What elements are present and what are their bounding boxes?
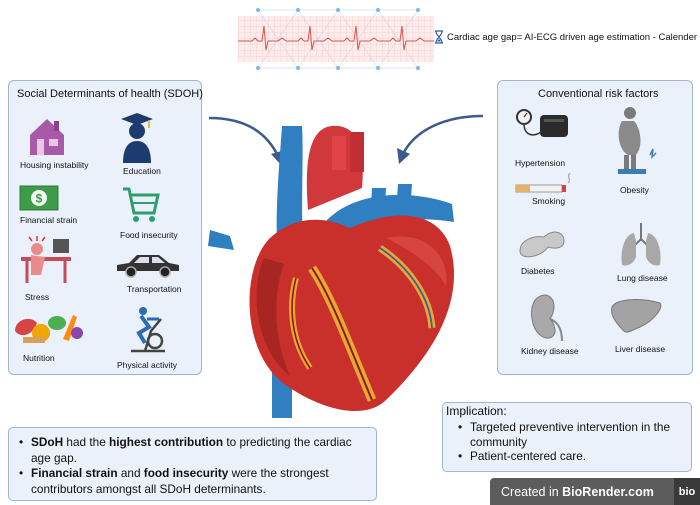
ecg-neural-network-graphic: [238, 8, 434, 70]
finding-text: and: [117, 466, 144, 480]
hourglass-icon: [435, 30, 443, 44]
risk-factors-title: Conventional risk factors: [538, 88, 659, 100]
liver-disease-label: Liver disease: [615, 344, 666, 354]
key-findings-box: SDoH had the highest contribution to pre…: [8, 427, 377, 501]
finding-strongest-contributors: Financial strain and food insecurity wer…: [17, 466, 372, 497]
nutrition-label: Nutrition: [23, 353, 55, 363]
finding-sdoh-contribution: SDoH had the highest contribution to pre…: [17, 435, 372, 466]
graduate-icon: [121, 113, 153, 163]
lungs-icon: [621, 223, 661, 266]
cigarette-icon: [515, 173, 571, 193]
finding-term-food-insecurity: food insecurity: [143, 466, 229, 480]
hypertension-label: Hypertension: [515, 158, 566, 168]
implication-item: Patient-centered care.: [457, 449, 689, 464]
finding-term-financial-strain: Financial strain: [31, 466, 118, 480]
dollar-bill-icon: $: [19, 185, 59, 211]
blood-pressure-cuff-icon: [516, 109, 568, 137]
sdoh-panel: Social Determinants of health (SDOH) Hou…: [8, 80, 203, 375]
implication-box: Implication: Targeted preventive interve…: [442, 402, 692, 472]
arrow-to-heart-right: [397, 114, 484, 164]
sdoh-title: Social Determinants of health (SDOH): [17, 88, 203, 100]
ecg-caption: Cardiac age gap= AI-ECG driven age estim…: [434, 30, 700, 44]
cardiac-age-gap-text: Cardiac age gap= AI-ECG driven age estim…: [447, 31, 700, 43]
implication-title: Implication:: [446, 404, 507, 418]
car-icon: [117, 255, 179, 278]
housing-instability-label: Housing instability: [20, 160, 89, 170]
svg-text:$: $: [36, 192, 43, 206]
finding-term-highest-contribution: highest contribution: [109, 435, 224, 449]
badge-brand: BioRender.com: [562, 484, 654, 499]
exercise-bike-icon: [131, 307, 165, 353]
biorender-logo-icon: bio: [674, 478, 700, 505]
lung-disease-label: Lung disease: [617, 273, 668, 283]
findings-list: SDoH had the highest contribution to pre…: [17, 435, 372, 497]
biorender-badge[interactable]: Created in BioRender.com bio: [490, 478, 700, 505]
shopping-cart-icon: [123, 187, 160, 222]
smoking-label: Smoking: [532, 196, 566, 206]
badge-text: Created in BioRender.com: [490, 485, 654, 499]
implication-list: Targeted preventive intervention in the …: [457, 420, 689, 464]
stress-label: Stress: [25, 292, 50, 302]
education-label: Education: [123, 166, 161, 176]
finding-text: had the: [63, 435, 110, 449]
stressed-person-icon: [21, 236, 71, 283]
obese-person-icon: [618, 107, 657, 174]
kidney-disease-label: Kidney disease: [521, 346, 579, 356]
liver-icon: [611, 299, 662, 333]
diabetes-label: Diabetes: [521, 266, 555, 276]
food-icon: [15, 315, 83, 343]
food-insecurity-label: Food insecurity: [120, 230, 178, 240]
kidney-icon: [531, 294, 563, 342]
financial-strain-label: Financial strain: [20, 215, 78, 225]
physical-activity-label: Physical activity: [117, 360, 177, 370]
risk-factors-panel: Conventional risk factors Hypertension O…: [497, 80, 693, 375]
obesity-label: Obesity: [620, 185, 649, 195]
transportation-label: Transportation: [127, 284, 182, 294]
finding-term-sdoh: SDoH: [31, 435, 64, 449]
finding-text: to predicting the cardiac age gap.: [31, 435, 352, 465]
heart-illustration: [208, 125, 455, 418]
finding-text: were the strongest contributors amongst …: [31, 466, 329, 496]
badge-prefix: Created in: [501, 484, 563, 499]
pancreas-icon: [519, 231, 565, 258]
house-icon: [30, 119, 64, 155]
implication-item: Targeted preventive intervention in the …: [457, 420, 689, 449]
